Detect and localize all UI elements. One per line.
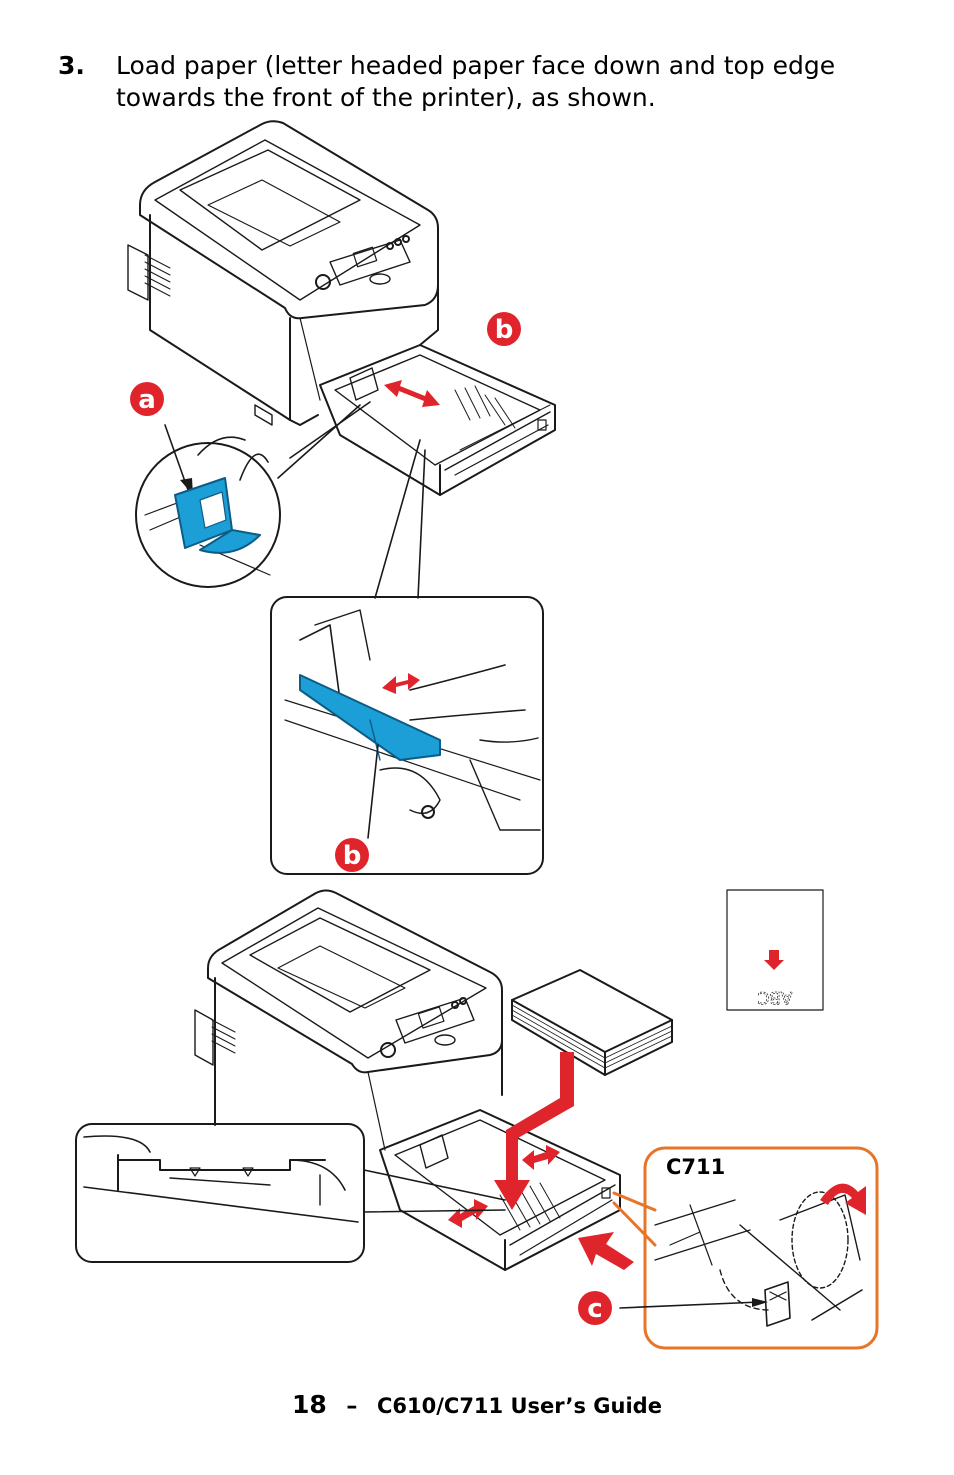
svg-text:c: c <box>587 1294 602 1324</box>
guide-title: C610/C711 User’s Guide <box>376 1394 662 1418</box>
detail-box-b <box>270 439 544 875</box>
svg-text:b: b <box>343 841 362 871</box>
guide-slide-arrow-top <box>384 380 440 407</box>
paper-tray-top <box>319 344 556 496</box>
paper-stack <box>511 969 673 1076</box>
callout-a: a <box>130 382 164 416</box>
footer-separator: – <box>346 1394 358 1419</box>
svg-text:b: b <box>495 315 514 345</box>
paper-icon-letters: ABC <box>758 987 793 1007</box>
model-label-c711: C711 <box>666 1155 726 1179</box>
guide-slide-arrow-detail <box>382 673 420 694</box>
step-instruction: Load paper (letter headed paper face dow… <box>116 51 836 112</box>
printer-bottom <box>194 889 503 1151</box>
callout-c: c <box>578 1291 612 1325</box>
paper-orientation-icon <box>726 889 824 1011</box>
dial-rotate-arrow <box>820 1183 866 1215</box>
paper-insert-arrow <box>494 1052 574 1210</box>
push-tray-arrow <box>578 1232 634 1270</box>
detail-circle-a <box>135 401 371 588</box>
callout-b-detail: b <box>335 838 369 872</box>
printer-top <box>127 120 439 426</box>
page-number: 18 <box>292 1390 327 1419</box>
guide-arrows-bottom <box>448 1145 560 1228</box>
detail-box-guide-markers <box>75 1123 506 1263</box>
callout-b-top: b <box>487 312 521 346</box>
page-footer: 18 – C610/C711 User’s Guide <box>0 1390 954 1419</box>
step-number: 3. <box>58 51 85 80</box>
detail-box-c711-dial <box>612 1146 879 1350</box>
svg-text:a: a <box>138 385 156 415</box>
